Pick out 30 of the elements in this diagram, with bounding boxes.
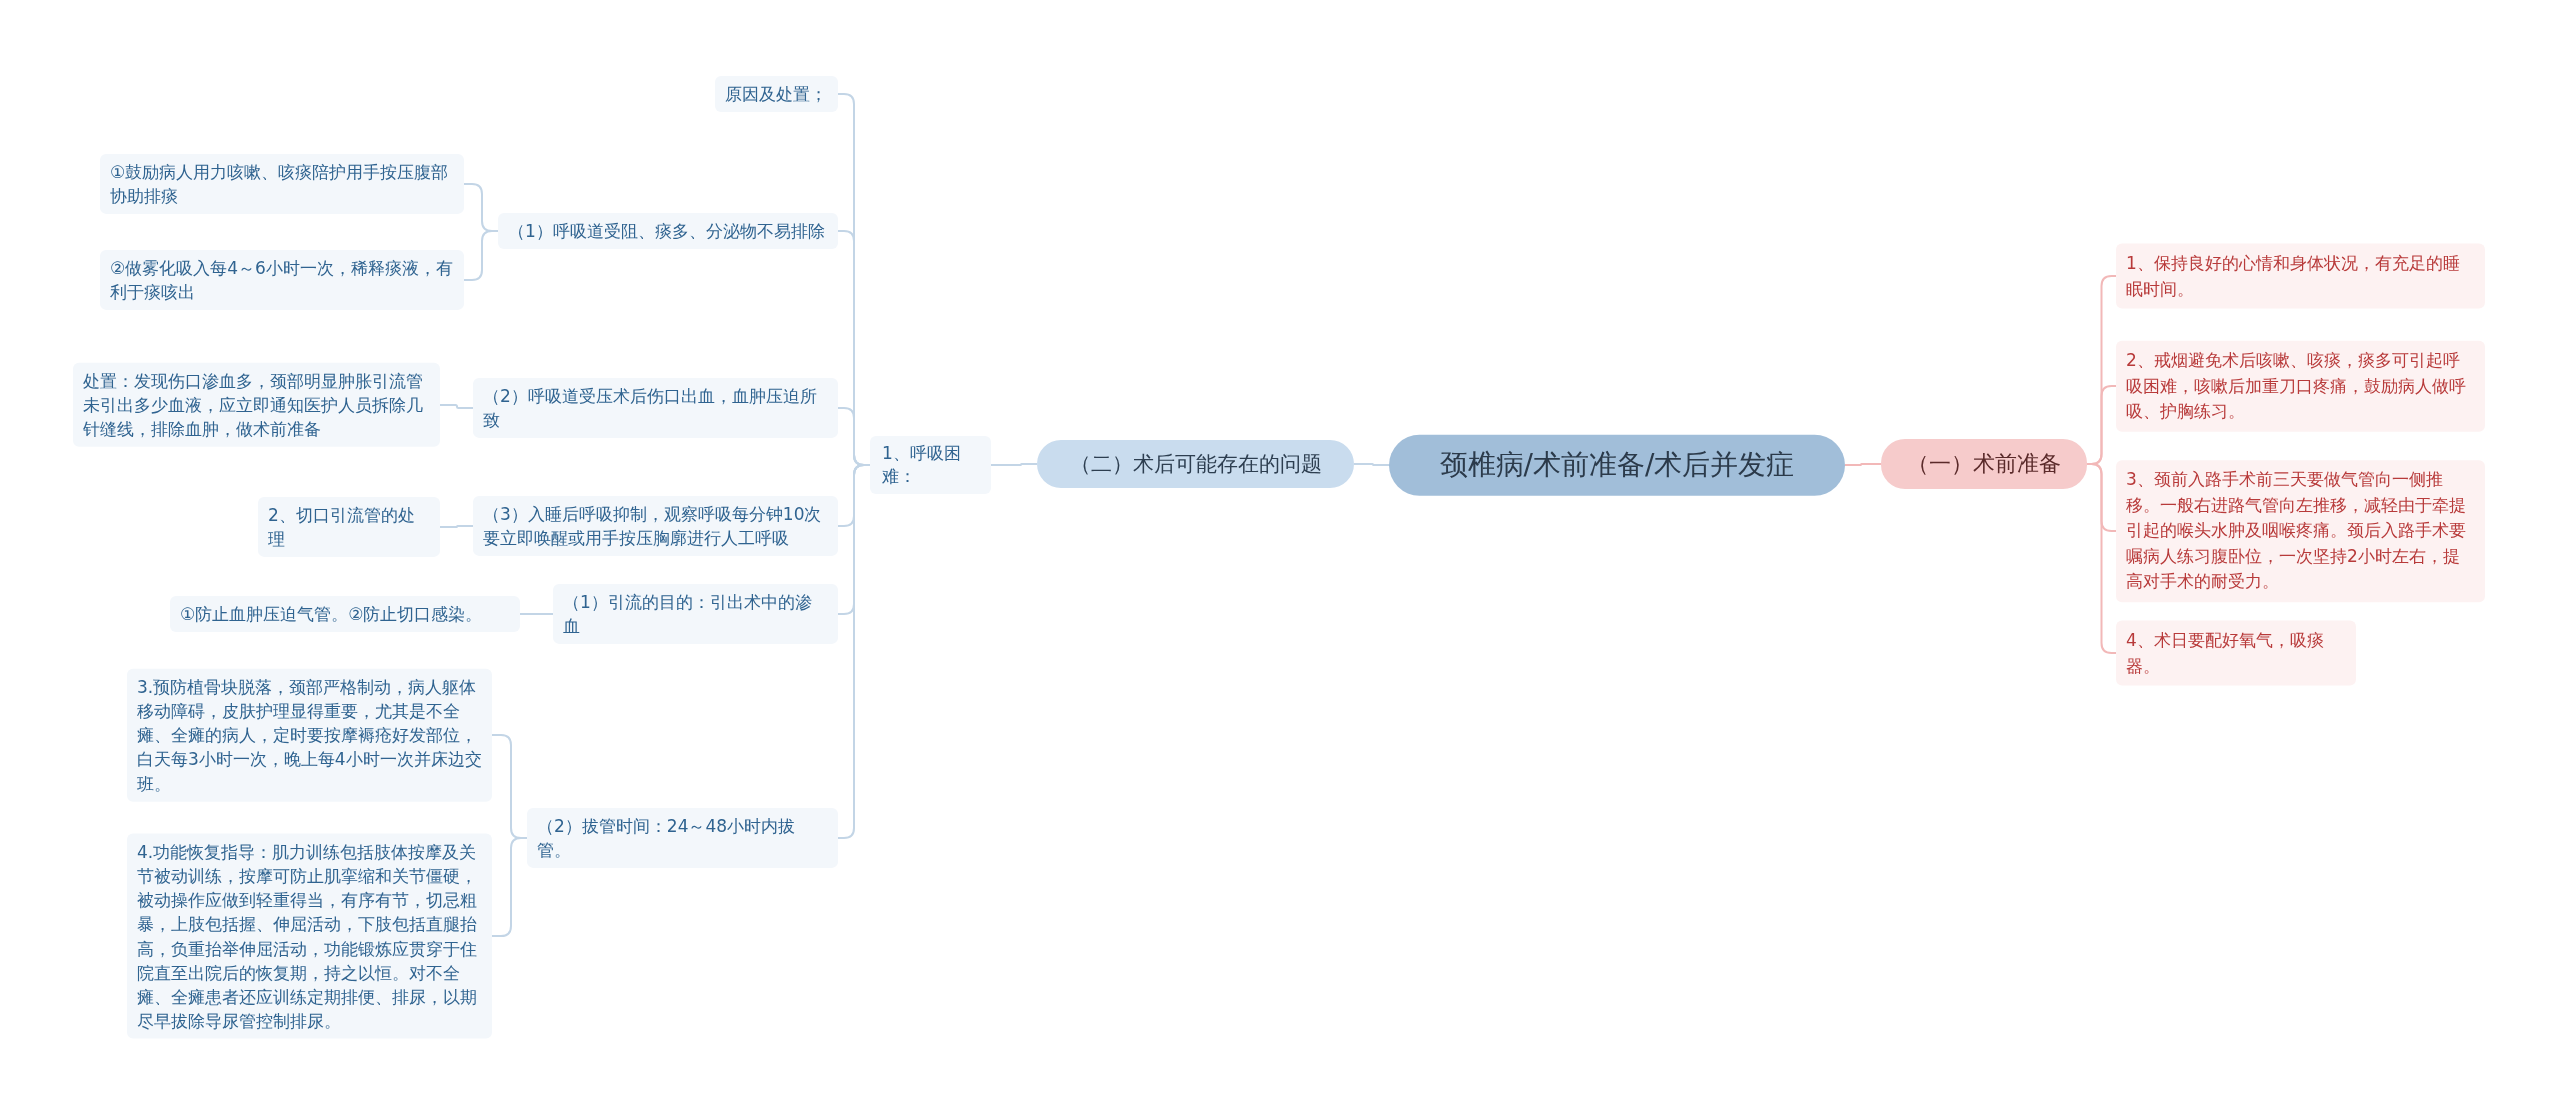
subtopic: （2）拔管时间：24～48小时内拔管。 — [527, 807, 838, 869]
subtopic: 2、切口引流管的处理 — [258, 496, 440, 558]
subtopic: （1）呼吸道受阻、痰多、分泌物不易排除 — [498, 212, 838, 250]
subtopic: 4.功能恢复指导：肌力训练包括肢体按摩及关节被动训练，按摩可防止肌挛缩和关节僵硬，被动操作应做到轻重得当，有序有节，切忌粗暴，上肢包括握、伸屈活动，下肢包括直腿抬高，负重抬举伸屈活动，功能锻炼应贯穿于住院直至出院后的恢复期，持之以恒。对不全瘫、全瘫患者还应训练定期排便、排尿，以期尽早拔除导尿管控制排尿。 — [127, 833, 492, 1039]
subtopic: （1）引流的目的：引出术中的渗血 — [553, 583, 838, 645]
subtopic: 3、颈前入路手术前三天要做气管向一侧推移。一般右进路气管向左推移，减轻由于牵提引起的喉头水肿及咽喉疼痛。颈后入路手术要嘱病人练习腹卧位，一次坚持2小时左右，提高对手术的耐受力。 — [2116, 460, 2485, 602]
subtopic: ①防止血肿压迫气管。②防止切口感染。 — [170, 595, 520, 633]
subtopic: 1、保持良好的心情和身体状况，有充足的睡眠时间。 — [2116, 243, 2485, 309]
connector-line — [439, 404, 474, 409]
subtopic: 4、术日要配好氧气，吸痰器。 — [2116, 620, 2356, 686]
connector-line — [439, 525, 474, 528]
connector-line — [491, 837, 528, 937]
subtopic: ①鼓励病人用力咳嗽、咳痰陪护用手按压腹部协助排痰 — [100, 153, 464, 215]
subtopic: （3）入睡后呼吸抑制，观察呼吸每分钟10次要立即唤醒或用手按压胸廓进行人工呼吸 — [473, 495, 838, 557]
connector-line — [463, 230, 499, 281]
connector-line — [1353, 463, 1390, 466]
connector-line — [1844, 463, 1882, 466]
connector-line — [2086, 463, 2117, 654]
subtopic: 1、呼吸困难： — [870, 436, 991, 494]
branch-topic: （二）术后可能存在的问题 — [1037, 440, 1354, 488]
subtopic: （2）呼吸道受压术后伤口出血，血肿压迫所致 — [473, 377, 838, 439]
central-topic: 颈椎病/术前准备/术后并发症 — [1389, 434, 1845, 496]
subtopic: 处置：发现伤口渗血多，颈部明显肿胀引流管未引出多少血液，应立即通知医护人员拆除几针缝线，排除血肿，做术前准备 — [73, 362, 440, 448]
connector-line — [519, 613, 554, 615]
subtopic: 原因及处置； — [715, 75, 838, 113]
branch-topic: （一）术前准备 — [1881, 439, 2087, 489]
connector-line — [990, 463, 1038, 466]
subtopic: ②做雾化吸入每4～6小时一次，稀释痰液，有利于痰咳出 — [100, 249, 464, 311]
subtopic: 2、戒烟避免术后咳嗽、咳痰，痰多可引起呼吸困难，咳嗽后加重刀口疼痛，鼓励病人做呼吸、护胸练习。 — [2116, 340, 2485, 432]
subtopic: 3.预防植骨块脱落，颈部严格制动，病人躯体移动障碍，皮肤护理显得重要，尤其是不全瘫、全瘫的病人，定时要按摩褥疮好发部位，白天每3小时一次，晚上每4小时一次并床边交班。 — [127, 668, 492, 802]
